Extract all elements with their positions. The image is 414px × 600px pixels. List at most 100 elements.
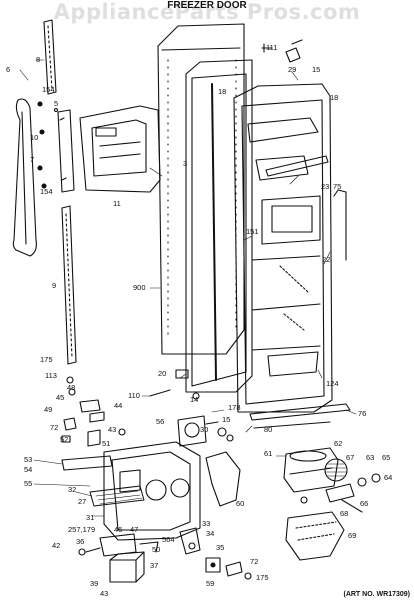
callout-label: 20 — [158, 369, 167, 378]
dispenser-panel-11 — [79, 105, 161, 193]
drive-assembly — [300, 473, 381, 513]
strip-76 — [249, 403, 351, 421]
callout-label: 55 — [24, 479, 33, 488]
outer-door-900 — [157, 23, 245, 355]
callout-label: 49 — [44, 405, 53, 414]
callout-label: 110 — [128, 391, 140, 400]
callout-label: 53 — [24, 455, 33, 464]
chute-60 — [205, 451, 241, 507]
callout-label: 34 — [206, 529, 215, 538]
callout-label: 30 — [200, 425, 209, 434]
callout-label: 900 — [133, 283, 146, 292]
motor-assembly-56 — [177, 415, 219, 447]
callout-label: 10 — [30, 133, 39, 142]
callout-label: 50 — [152, 545, 161, 554]
retainer-75 — [333, 189, 347, 261]
leader-lines — [19, 59, 357, 517]
callout-label: 31 — [86, 513, 95, 522]
callout-label: 36 — [76, 537, 85, 546]
callout-label: 65 — [382, 453, 391, 462]
gasket-strip-8 — [43, 19, 57, 95]
callout-label: 42 — [52, 541, 61, 550]
callout-label: 44 — [114, 401, 123, 410]
callout-label: 59 — [206, 579, 215, 588]
shelf-bar-23 — [265, 155, 329, 177]
callout-label: 68 — [340, 509, 349, 518]
callout-label: 43 — [100, 589, 109, 598]
callout-label: 154 — [42, 85, 55, 94]
door-handle-6 — [12, 98, 37, 257]
callout-label: 54 — [24, 465, 33, 474]
callout-label: 39 — [90, 579, 99, 588]
ice-bucket-62 — [283, 447, 339, 493]
callout-label: 22 — [322, 255, 331, 264]
callout-label: 35 — [216, 543, 225, 552]
callout-label: 48 — [67, 383, 76, 392]
callout-label: 15 — [222, 415, 231, 424]
lower-right-parts — [205, 557, 252, 580]
callout-label: 60 — [236, 499, 245, 508]
callout-label: 178 — [228, 403, 241, 412]
handle-bracket-set — [37, 101, 75, 193]
callout-label: 154 — [40, 187, 53, 196]
callout-label: 69 — [348, 531, 357, 540]
bar-53 — [61, 455, 113, 471]
callout-label: 11 — [113, 199, 121, 208]
callout-label: 61 — [264, 449, 273, 458]
callout-label: 18 — [218, 87, 227, 96]
inner-door-liner — [233, 83, 333, 413]
art-number: (ART NO. WR17309) — [343, 591, 410, 598]
callout-label: 47 — [130, 525, 139, 534]
callout-label: 14 — [190, 395, 199, 404]
callout-label: 72 — [50, 423, 59, 432]
hinge-parts — [149, 369, 200, 400]
knob-30 — [217, 427, 227, 437]
callout-label: 111 — [266, 43, 278, 52]
callout-label: 75 — [333, 182, 342, 191]
dispenser-housing — [103, 441, 201, 541]
callout-label: 29 — [288, 65, 297, 74]
callout-label: 113 — [45, 371, 57, 380]
callout-label: 43 — [108, 425, 117, 434]
callout-label: 5 — [54, 99, 59, 108]
callout-label: 52 — [60, 435, 69, 444]
clip-29 — [285, 39, 303, 63]
callout-label: 32 — [68, 485, 77, 494]
callout-label: 46 — [114, 525, 123, 534]
callout-label: 80 — [264, 425, 273, 434]
callout-label: 45 — [56, 393, 65, 402]
callout-label: 51 — [102, 439, 111, 448]
screw-111 — [261, 43, 273, 53]
callout-label: 564 — [162, 535, 175, 544]
callout-label: 27 — [78, 497, 87, 506]
callout-label: 124 — [326, 379, 339, 388]
left-small-parts — [61, 376, 126, 447]
callout-label: 33 — [202, 519, 211, 528]
callout-label: 8 — [36, 55, 41, 64]
watermark-logo: ApplianceParts Pros.com — [53, 0, 361, 24]
callout-label: 9 — [52, 281, 57, 290]
callout-label: 66 — [360, 499, 369, 508]
grille-27 — [89, 485, 145, 507]
callout-label: 175 — [256, 573, 269, 582]
callout-label: 64 — [384, 473, 393, 482]
callout-label: 151 — [246, 227, 259, 236]
callout-label: 175 — [40, 355, 53, 364]
disk-67 — [324, 458, 348, 482]
callout-label: 7 — [30, 155, 35, 164]
callout-label: 56 — [156, 417, 165, 426]
strip-80 — [253, 421, 331, 429]
callout-label: 76 — [358, 409, 367, 418]
callout-label: 15 — [312, 65, 321, 74]
callout-label: 3 — [183, 159, 188, 168]
callout-label: 6 — [6, 65, 11, 74]
callout-label: 67 — [346, 453, 355, 462]
callout-label: 37 — [150, 561, 159, 570]
callout-label: 62 — [334, 439, 343, 448]
callout-label: 18 — [330, 93, 339, 102]
lower-left-parts — [78, 527, 201, 583]
gasket-strip-9 — [61, 205, 77, 365]
diagram-title: FREEZER DOOR — [167, 0, 247, 11]
